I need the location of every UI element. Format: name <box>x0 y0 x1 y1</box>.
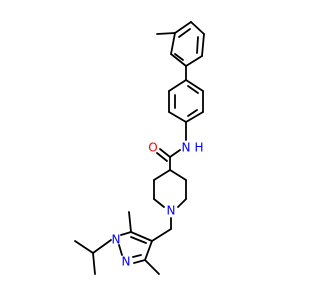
bond <box>168 79 187 92</box>
piperidine-nitrogen-label: N <box>167 204 176 218</box>
atom-labels: O N H N N N <box>112 141 204 269</box>
bond <box>132 254 142 258</box>
amide-nitrogen-label: N <box>182 141 191 155</box>
bonds <box>74 21 205 275</box>
oxygen-label: O <box>148 141 157 155</box>
structure-canvas: O N H N N N <box>74 21 205 275</box>
bond <box>196 36 199 54</box>
bond <box>74 240 94 254</box>
bond <box>170 32 176 55</box>
pyrazole-n2-label: N <box>122 255 131 269</box>
bond <box>156 152 168 162</box>
bond <box>174 53 184 61</box>
bond <box>177 198 187 208</box>
bond <box>185 111 204 123</box>
bond <box>169 149 181 158</box>
bond <box>153 169 171 181</box>
bond <box>185 79 204 92</box>
bond <box>153 198 165 208</box>
bond <box>201 33 205 57</box>
bond <box>133 259 146 264</box>
bond <box>128 211 132 233</box>
bond <box>168 111 187 123</box>
bond <box>120 231 132 236</box>
bond <box>169 169 187 181</box>
amide-hydrogen-label: H <box>194 141 203 155</box>
bond <box>92 239 112 254</box>
bond <box>130 236 147 244</box>
bond <box>178 28 191 38</box>
bond <box>190 21 205 35</box>
bond <box>170 53 187 67</box>
bond <box>144 259 160 275</box>
bond <box>144 240 153 261</box>
bond <box>187 85 199 94</box>
molecule-diagram: O N H N N N <box>74 21 205 275</box>
bond <box>159 148 171 158</box>
bond <box>174 21 192 34</box>
bond <box>92 252 96 275</box>
bond <box>185 55 203 67</box>
pyrazole-n1-label: N <box>112 233 121 247</box>
bond <box>187 109 198 117</box>
bond <box>151 228 172 242</box>
bond <box>156 32 176 35</box>
bond <box>130 231 153 242</box>
bond <box>118 244 123 256</box>
